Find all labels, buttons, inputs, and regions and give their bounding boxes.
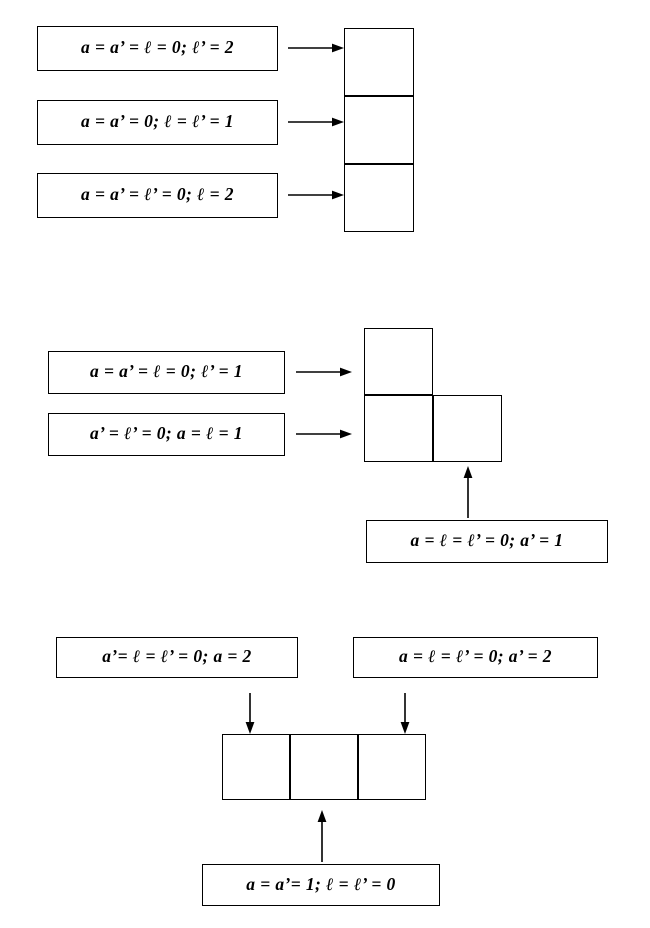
g1-label-text-1: a = a’ = ℓ = 0; ℓ’ = 2	[81, 37, 234, 58]
g1-label-text-3: a = a’ = ℓ’ = 0; ℓ = 2	[81, 184, 234, 205]
g2-cell-bottom-right	[433, 395, 502, 462]
g1-label-box-1: a = a’ = ℓ = 0; ℓ’ = 2	[37, 26, 278, 71]
g2-cell-top-left	[364, 328, 433, 395]
g3-cell-right	[358, 734, 426, 800]
g2-label-text-2: a’ = ℓ’ = 0; a = ℓ = 1	[90, 423, 243, 444]
g3-arrow-down-1	[243, 693, 257, 734]
g3-label-text-2: a = ℓ = ℓ’ = 0; a’ = 2	[399, 646, 552, 667]
g3-label-text-1: a’= ℓ = ℓ’ = 0; a = 2	[102, 646, 252, 667]
g3-label-text-3: a = a’= 1; ℓ = ℓ’ = 0	[246, 873, 396, 894]
g3-arrow-down-2	[398, 693, 412, 734]
g3-label-box-2: a = ℓ = ℓ’ = 0; a’ = 2	[353, 637, 598, 678]
g1-label-box-2: a = a’ = 0; ℓ = ℓ’ = 1	[37, 100, 278, 145]
g3-arrow-up	[315, 810, 329, 862]
g2-label-text-3: a = ℓ = ℓ’ = 0; a’ = 1	[410, 530, 564, 551]
g1-label-text-2: a = a’ = 0; ℓ = ℓ’ = 1	[81, 111, 234, 132]
g3-label-box-3: a = a’= 1; ℓ = ℓ’ = 0	[202, 864, 440, 906]
g2-arrow-right-2	[296, 427, 352, 441]
g3-cell-left	[222, 734, 290, 800]
g2-arrow-right-1	[296, 365, 352, 379]
g1-cell-bottom	[344, 164, 414, 232]
g3-cell-middle	[290, 734, 358, 800]
g1-arrow-right-3	[288, 188, 344, 202]
g1-arrow-right-1	[288, 41, 344, 55]
g1-cell-middle	[344, 96, 414, 164]
g2-cell-bottom-left	[364, 395, 433, 462]
g2-label-text-1: a = a’ = ℓ = 0; ℓ’ = 1	[90, 361, 243, 382]
g2-label-box-3: a = ℓ = ℓ’ = 0; a’ = 1	[366, 520, 608, 563]
g1-cell-top	[344, 28, 414, 96]
g3-label-box-1: a’= ℓ = ℓ’ = 0; a = 2	[56, 637, 298, 678]
g1-label-box-3: a = a’ = ℓ’ = 0; ℓ = 2	[37, 173, 278, 218]
g2-arrow-up	[461, 466, 475, 518]
g1-arrow-right-2	[288, 115, 344, 129]
g2-label-box-2: a’ = ℓ’ = 0; a = ℓ = 1	[48, 413, 285, 456]
g2-label-box-1: a = a’ = ℓ = 0; ℓ’ = 1	[48, 351, 285, 394]
